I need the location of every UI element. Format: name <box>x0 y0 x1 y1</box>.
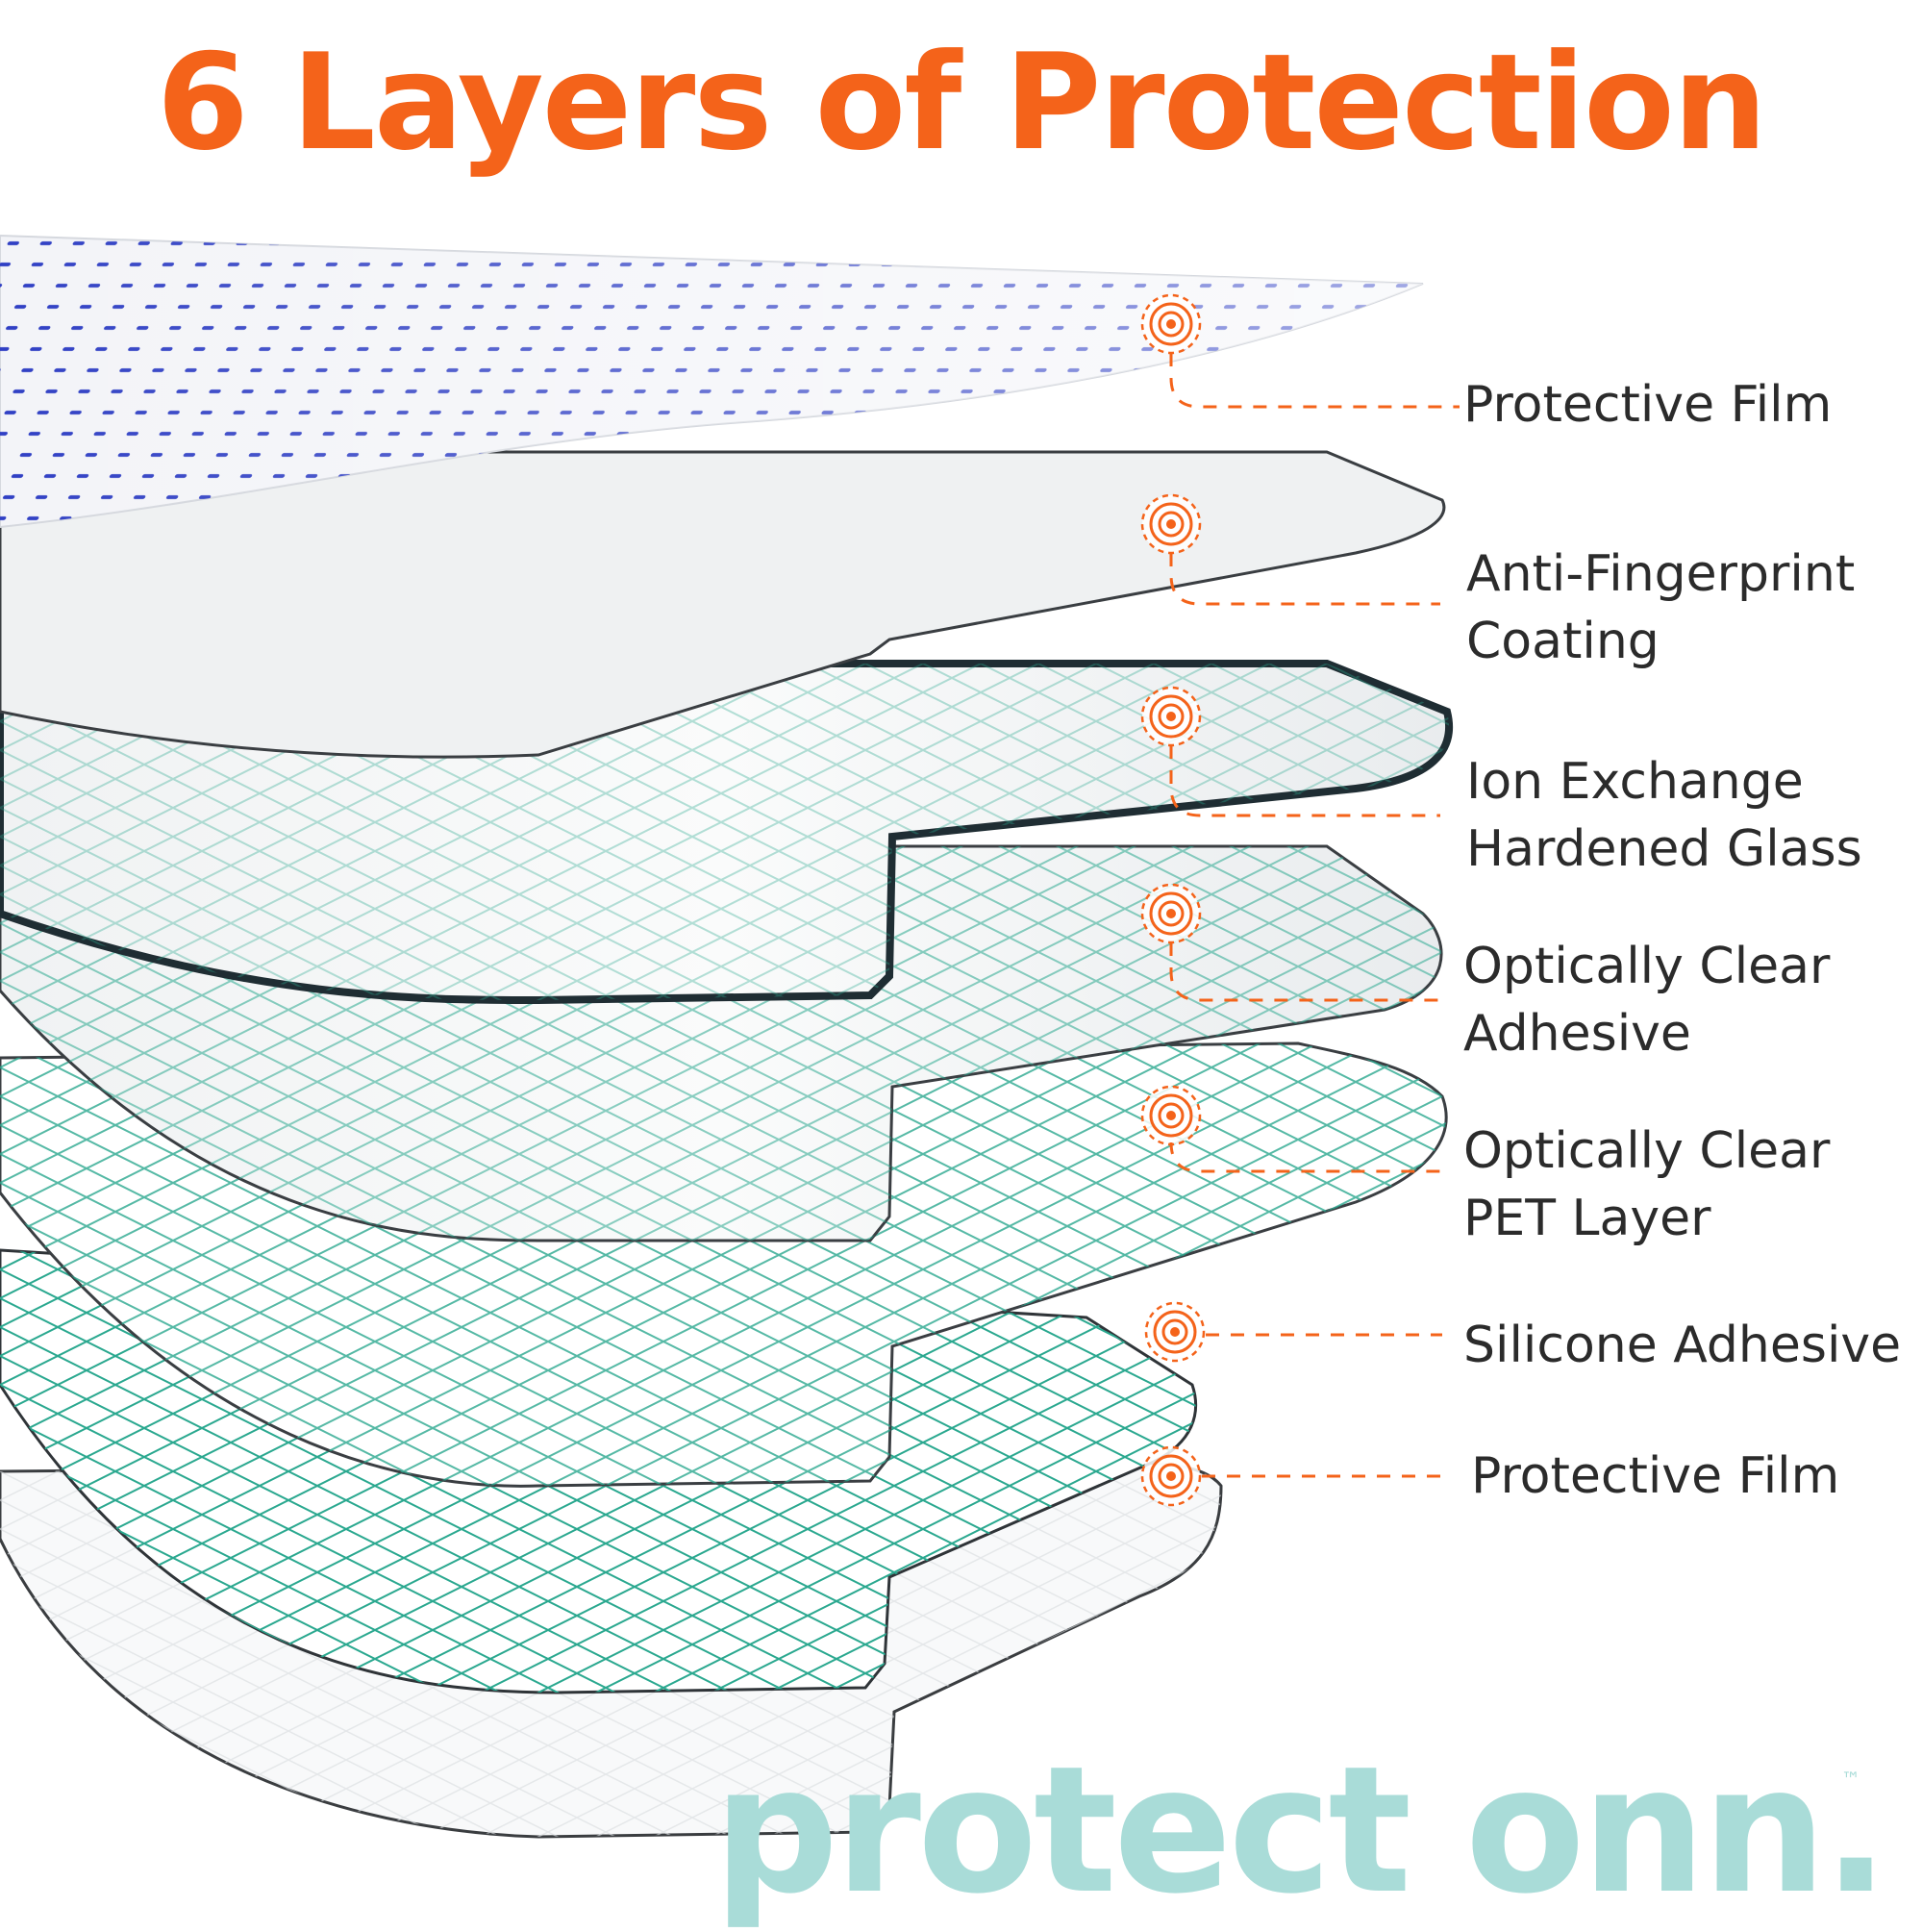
layer-label-line: Ion Exchange <box>1466 753 1804 811</box>
leader-lines <box>1169 353 1460 1478</box>
layer-label-line: Anti-Fingerprint <box>1466 545 1856 603</box>
target-ring-icon <box>1140 493 1202 555</box>
brand-logo: protect onn. <box>712 1728 1889 1932</box>
layer-anti-fingerprint <box>0 450 1446 759</box>
layer-label: Protective Film <box>1463 371 1832 439</box>
target-ring-icon <box>1140 1085 1202 1146</box>
headline: 6 Layers of Protection <box>156 25 1767 180</box>
layer-label: Silicone Adhesive <box>1463 1312 1901 1379</box>
layer-label-line: Optically Clear <box>1463 938 1831 995</box>
target-ring-icon <box>1140 883 1202 944</box>
target-ring-icon <box>1140 293 1202 355</box>
trademark-mark: ™ <box>1841 1768 1860 1791</box>
leader-line <box>1169 745 1440 817</box>
layer-label-line: Hardened Glass <box>1466 820 1862 878</box>
layer-label-line: PET Layer <box>1463 1190 1711 1247</box>
layer-label-line: Optically Clear <box>1463 1122 1831 1180</box>
leader-line <box>1169 353 1460 409</box>
layer-label-line: Protective Film <box>1471 1447 1840 1505</box>
layer-markers <box>1140 293 1206 1507</box>
layer-label-line: Protective Film <box>1463 376 1833 434</box>
layer-label-line: Silicone Adhesive <box>1463 1317 1902 1374</box>
layer-label-line: Adhesive <box>1463 1005 1691 1063</box>
leader-line <box>1169 1142 1440 1173</box>
target-ring-icon <box>1140 1445 1202 1507</box>
target-ring-icon <box>1144 1301 1206 1363</box>
leader-line <box>1169 942 1440 1002</box>
layer-label: Protective Film <box>1471 1443 1839 1510</box>
layer-label-line: Coating <box>1466 613 1660 670</box>
target-ring-icon <box>1140 686 1202 747</box>
